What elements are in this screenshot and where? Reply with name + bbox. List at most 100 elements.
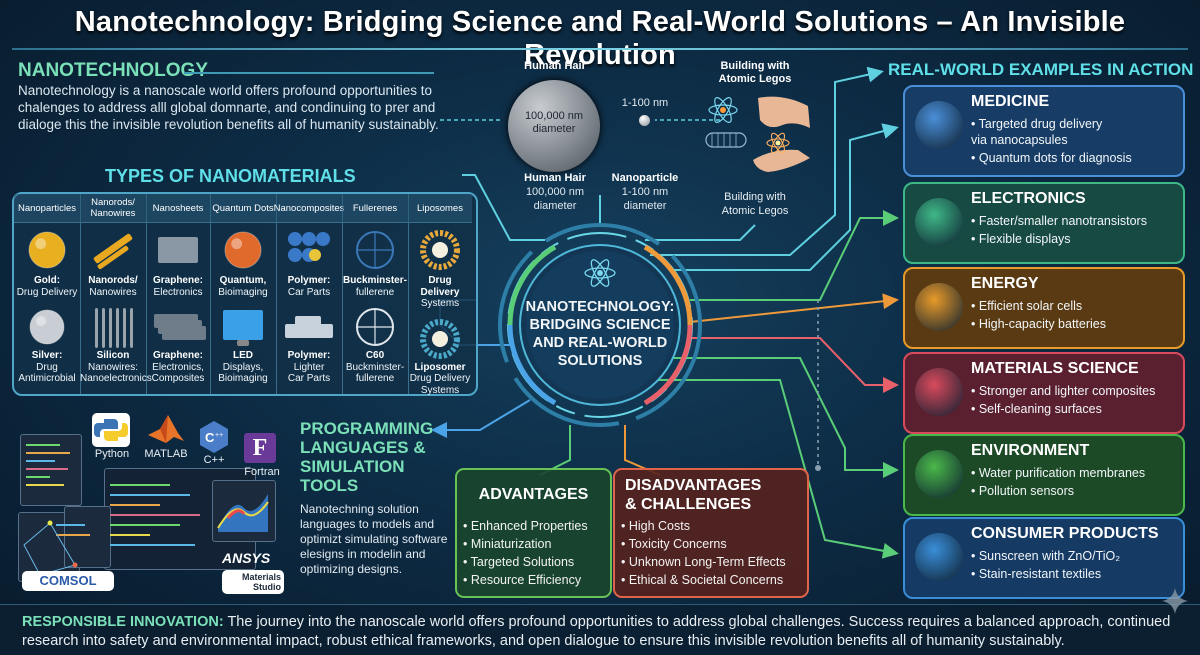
disadvantage-item: • Unknown Long-Term Effects [621, 555, 786, 569]
material-graphic [420, 230, 460, 270]
programming-heading-4: TOOLS [300, 476, 359, 495]
caption-line: fullerene [355, 286, 395, 298]
lego-bottom-line1: Building with [724, 191, 786, 203]
intro-heading: NANOTECHNOLOGY [18, 60, 208, 81]
example-panel: ENERGY • Efficient solar cells • High-capa… [903, 267, 1185, 349]
caption-line: Electronics, [152, 361, 204, 373]
caption-line: Gold: [33, 275, 61, 286]
type-caption: Nanorods/Nanowires [80, 275, 146, 298]
python-icon [92, 413, 130, 447]
type-caption: Graphene:Electronics [146, 275, 210, 298]
central-hub-rings [498, 223, 702, 427]
hair-label-bottom: Human Hair [524, 172, 586, 184]
panel-title: ENERGY [971, 275, 1039, 292]
advantages-box: ADVANTAGES • Enhanced Properties • Minia… [455, 468, 612, 598]
programming-heading: PROGRAMMING LANGUAGES & SIMULATION TOOLS [300, 419, 433, 495]
footer-text: RESPONSIBLE INNOVATION: The journey into… [22, 613, 1182, 651]
matlab-icon [148, 415, 184, 443]
material-graphic [285, 316, 333, 338]
fortran-icon: F [244, 433, 276, 463]
caption-line: Composites [151, 373, 205, 384]
disadvantage-item: • Toxicity Concerns [621, 537, 727, 551]
disadvantage-item: • Ethical & Societal Concerns [621, 573, 784, 587]
material-graphic [223, 310, 263, 346]
panel-line: • Stronger and lighter composites [971, 384, 1156, 398]
svg-text:C: C [205, 430, 215, 445]
nanoparticle-unit: diameter [623, 200, 667, 212]
hub-title: NANOTECHNOLOGY: BRIDGING SCIENCE AND REA… [505, 298, 695, 370]
footer: RESPONSIBLE INNOVATION: The journey into… [0, 604, 1200, 655]
example-panel: ENVIRONMENT• Water purification membrane… [903, 434, 1185, 516]
svg-text:++: ++ [215, 432, 223, 439]
tool-label-python: Python [94, 448, 130, 460]
atom-icon [584, 259, 616, 287]
material-graphic [420, 318, 460, 359]
caption-line: Displays, [222, 361, 264, 373]
lego-bottom-line2: Atomic Legos [721, 205, 789, 217]
caption-line: Graphene: [152, 350, 203, 361]
disadvantages-box: DISADVANTAGES & CHALLENGES • High Costs … [613, 468, 809, 598]
footer-lead: RESPONSIBLE INNOVATION: [22, 614, 224, 630]
programming-text: Nanotechning solution languages to model… [300, 502, 448, 576]
panel-line: • Targeted drug delivery [971, 117, 1103, 131]
material-graphic [28, 231, 66, 269]
ansys-logo: ANSYS [222, 550, 271, 566]
caption-line: Drug Delivery [420, 275, 460, 298]
example-panel: CONSUMER PRODUCTS• Sunscreen with ZnO/Ti… [903, 517, 1185, 599]
surface-plot [217, 494, 269, 532]
hair-inner-label: 100,000 nm diameter [524, 110, 584, 135]
panel-title: MATERIALS SCIENCE [971, 360, 1139, 377]
caption-line: Silver: [31, 350, 63, 361]
type-caption: Graphene:Electronics,Composites [146, 350, 210, 385]
caption-line: Quantum, [219, 275, 267, 286]
disadvantages-heading: DISADVANTAGES & CHALLENGES [625, 476, 761, 514]
caption-line: Polymer: [287, 350, 331, 361]
lego-label-top: Building with Atomic Legos [705, 60, 805, 86]
panel-line: via nanocapsules [971, 133, 1068, 147]
panel-line: • Water purification membranes [971, 466, 1146, 480]
tool-label-cpp: C++ [203, 454, 225, 466]
material-graphic [154, 314, 206, 340]
hub-line-2: BRIDGING SCIENCE [529, 317, 671, 333]
material-graphic [95, 308, 133, 348]
advantage-item: • Miniaturization [463, 537, 552, 551]
panel-line: • Efficient solar cells [971, 299, 1083, 313]
footer-body: The journey into the nanoscale world off… [22, 614, 1171, 649]
panel-icon [915, 533, 963, 581]
atomic-legos-illustration [705, 96, 810, 172]
material-graphic [158, 237, 198, 263]
caption-line: Nanoelectronics [80, 373, 152, 384]
type-header: Nanocomposites [274, 194, 344, 223]
page-title: Nanotechnology: Bridging Science and Rea… [74, 6, 1126, 71]
type-header: Nanorods/ Nanowires [80, 194, 146, 223]
panel-title: ELECTRONICS [971, 190, 1086, 207]
panel-line: • Pollution sensors [971, 484, 1075, 498]
caption-line: Drug Delivery [409, 373, 471, 384]
material-graphic [356, 308, 394, 346]
panel-line: • High-capacity batteries [971, 317, 1106, 331]
atom-icon [708, 97, 738, 123]
caption-line: Drug [36, 361, 58, 373]
caption-line: Car Parts [287, 373, 331, 384]
caption-line: Buckminster- [345, 361, 405, 373]
disadvantages-heading-1: DISADVANTAGES [625, 477, 762, 494]
example-panel: MATERIALS SCIENCE • Stronger and lighter … [903, 352, 1185, 434]
panel-icon [915, 101, 963, 149]
panel-line: • Faster/smaller nanotransistors [971, 214, 1147, 228]
panel-icon [915, 450, 963, 498]
title-divider [12, 48, 1188, 50]
caption-line: Electronics [153, 286, 203, 298]
panel-icon [915, 198, 963, 246]
caption-line: Polymer: [287, 275, 331, 286]
caption-line: Buckminster- [343, 275, 407, 286]
panel-title: CONSUMER PRODUCTS [971, 525, 1159, 542]
type-header: Liposomes [408, 194, 472, 223]
caption-line: Systems [420, 298, 460, 309]
type-header: Nanosheets [146, 194, 210, 223]
